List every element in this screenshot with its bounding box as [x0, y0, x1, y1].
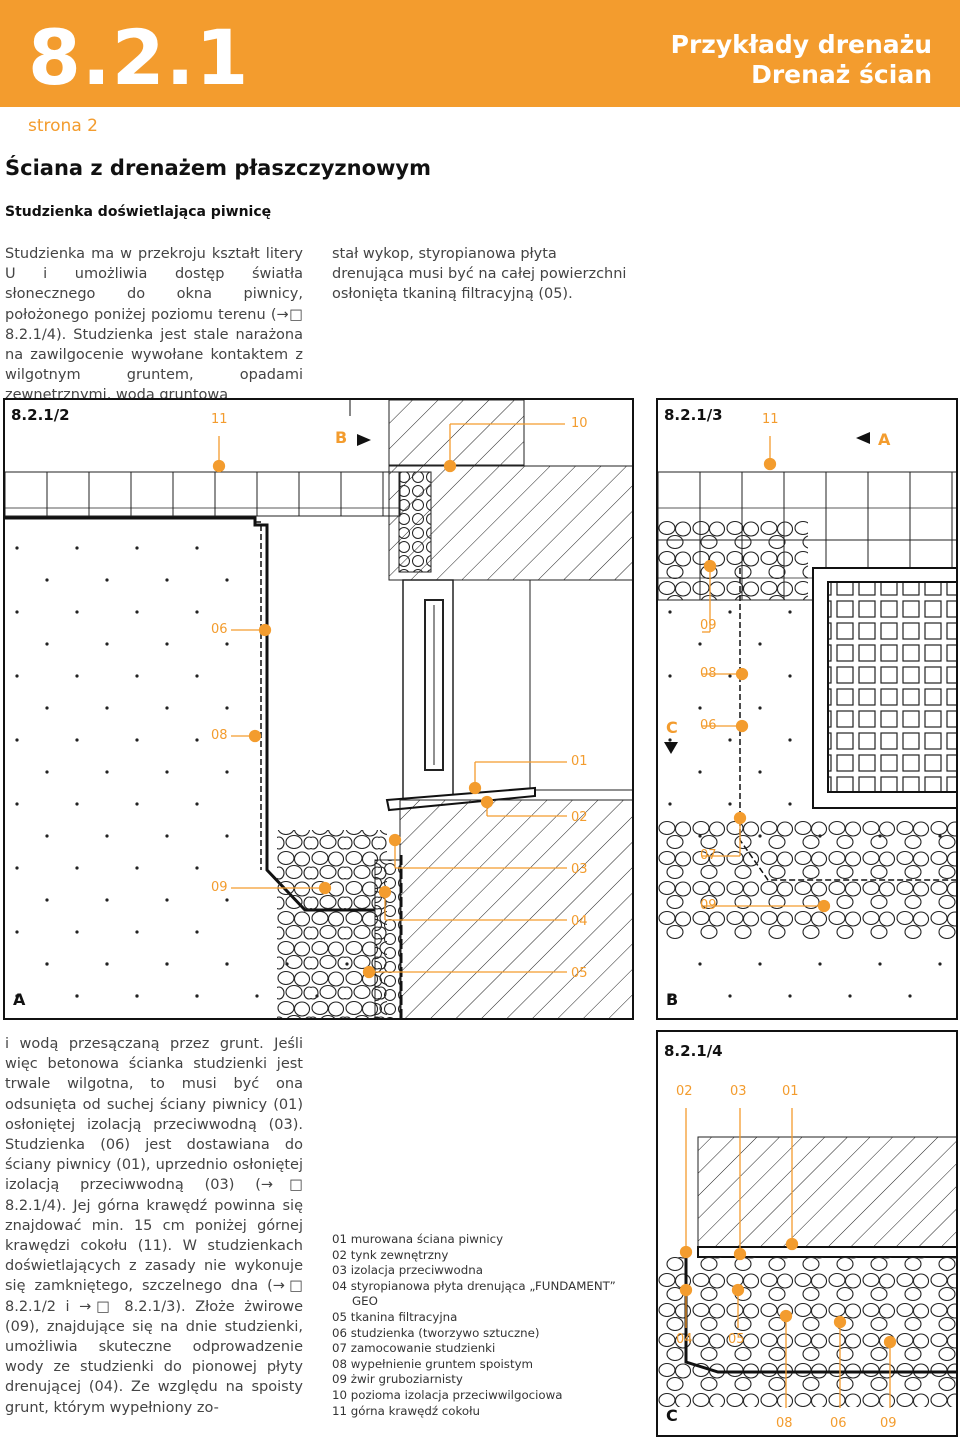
page-header — [0, 0, 960, 107]
callout-07: 07 — [700, 848, 717, 863]
legend-item: 04 styropianowa płyta drenująca „FUNDAME… — [332, 1278, 616, 1293]
callout-04: 04 — [571, 914, 588, 929]
callout-09: 09 — [700, 898, 717, 913]
legend-item: 08 wypełnienie gruntem spoistym — [332, 1356, 534, 1371]
callout-02: 02 — [571, 810, 588, 825]
header-title-line2: Drenaż ścian — [751, 60, 932, 89]
section-marker-a: A — [878, 430, 891, 449]
figure-label: 8.2.1/3 — [664, 406, 723, 424]
figure-4-drawing — [658, 1108, 956, 1408]
callout-03: 03 — [571, 862, 588, 877]
body-text-col3: i wodą przesączaną przez grunt. Jeśli wi… — [5, 1036, 303, 1416]
header-title-line1: Przykłady drenażu — [670, 30, 932, 59]
callout-08: 08 — [776, 1416, 793, 1431]
figure-2-drawing — [5, 400, 632, 1018]
legend: 01 murowana ściana piwnicy 02 tynk zewnę… — [332, 1232, 632, 1419]
body-text-col1: Studzienka ma w przekroju kształt litery… — [5, 246, 303, 404]
callout-04: 04 — [676, 1332, 693, 1347]
legend-item: 09 żwir gruboziarnisty — [332, 1372, 463, 1387]
legend-item: 10 pozioma izolacja przeciwwilgociowa — [332, 1387, 563, 1402]
main-title: Ściana z drenażem płaszczyznowym — [5, 156, 431, 180]
legend-item: 03 izolacja przeciwwodna — [332, 1263, 483, 1278]
callout-06: 06 — [211, 622, 228, 637]
sub-title: Studzienka doświetlająca piwnicę — [5, 204, 272, 220]
callout-11: 11 — [762, 412, 779, 427]
legend-item: GEO — [352, 1294, 378, 1309]
callout-08: 08 — [700, 666, 717, 681]
callout-09: 09 — [700, 618, 717, 633]
section-marker-b: B — [335, 428, 348, 447]
view-label-b: B — [666, 990, 679, 1009]
figure-label: 8.2.1/2 — [11, 406, 70, 424]
view-label-a: A — [13, 990, 26, 1009]
callout-11: 11 — [211, 412, 228, 427]
legend-item: 05 tkanina filtracyjna — [332, 1309, 458, 1324]
callout-03: 03 — [730, 1084, 747, 1099]
legend-item: 02 tynk zewnętrzny — [332, 1247, 449, 1262]
figure-8-2-1-3: 8.2.1/3 11 A 09 08 C 06 07 09 B — [656, 398, 958, 1020]
view-label-c: C — [666, 1406, 678, 1425]
callout-09: 09 — [211, 880, 228, 895]
legend-item: 06 studzienka (tworzywo sztuczne) — [332, 1325, 540, 1340]
section-marker-c: C — [666, 718, 678, 737]
callout-01: 01 — [571, 754, 588, 769]
callout-01: 01 — [782, 1084, 799, 1099]
callout-08: 08 — [211, 728, 228, 743]
callout-06: 06 — [830, 1416, 847, 1431]
figure-8-2-1-4: 8.2.1/4 02 03 01 04 05 C 08 06 09 — [656, 1030, 958, 1437]
legend-item: 11 górna krawędź cokołu — [332, 1403, 480, 1418]
callout-02: 02 — [676, 1084, 693, 1099]
legend-item: 01 murowana ściana piwnicy — [332, 1232, 504, 1246]
figure-3-drawing — [658, 432, 956, 1018]
callout-05: 05 — [728, 1332, 745, 1347]
callout-10: 10 — [571, 416, 588, 431]
section-number: 8.2.1 — [28, 13, 250, 102]
callout-09: 09 — [880, 1416, 897, 1431]
figure-label: 8.2.1/4 — [664, 1042, 723, 1060]
page-label: strona 2 — [28, 116, 98, 136]
legend-item: 07 zamocowanie studzienki — [332, 1341, 496, 1356]
figure-8-2-1-2: 8.2.1/2 11 10 B 06 08 01 02 09 03 04 05 … — [3, 398, 634, 1020]
callout-05: 05 — [571, 966, 588, 981]
callout-06: 06 — [700, 718, 717, 733]
body-text-col2: stał wykop, styropianowa płyta drenująca… — [332, 246, 627, 303]
